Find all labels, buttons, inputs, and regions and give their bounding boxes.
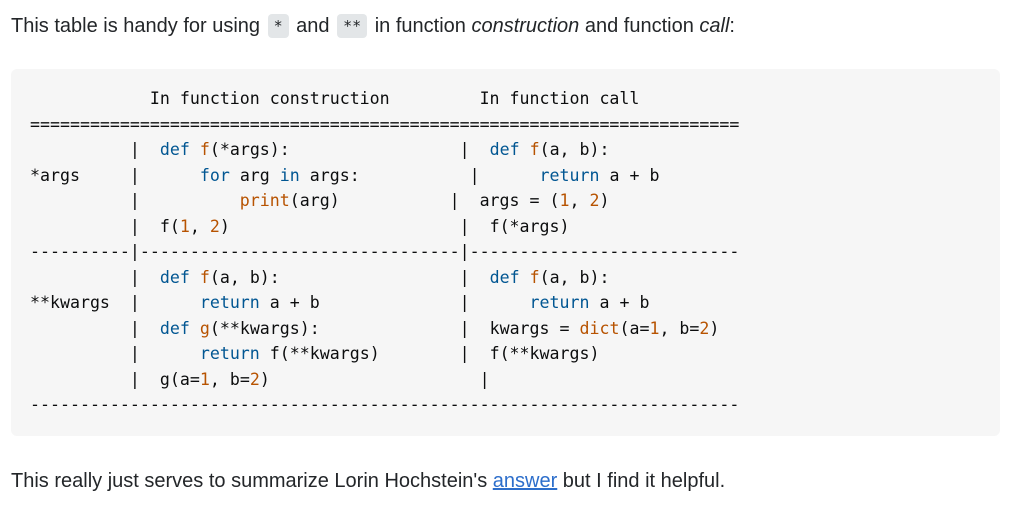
- outro-text-after: but I find it helpful.: [557, 470, 726, 492]
- intro-text-after-1: in function: [369, 15, 472, 37]
- code-token: |: [30, 318, 160, 338]
- code-token: 2: [209, 216, 220, 236]
- code-token: | g(a=: [30, 369, 200, 389]
- outro-text-before: This really just serves to summarize Lor…: [11, 470, 493, 492]
- intro-paragraph: This table is handy for using * and ** i…: [11, 13, 735, 39]
- inline-code-double-star: **: [337, 14, 368, 38]
- code-token: *args |: [30, 165, 200, 185]
- code-token: arg: [229, 165, 280, 185]
- code-token: args: |: [299, 165, 540, 185]
- code-line: | print(arg) | args = (1, 2): [30, 188, 739, 214]
- code-token: ========================================…: [30, 114, 740, 134]
- code-line: ========================================…: [30, 112, 739, 138]
- code-line: ----------------------------------------…: [30, 392, 739, 418]
- code-token: ----------|-----------------------------…: [30, 242, 740, 261]
- code-token: def: [159, 140, 190, 159]
- intro-emphasis-construction: construction: [471, 15, 580, 37]
- code-token: (a, b): |: [209, 267, 490, 287]
- code-token: 2: [589, 191, 600, 210]
- code-token: |: [30, 140, 160, 159]
- intro-text-before: This table is handy for using: [11, 15, 266, 37]
- code-token: f: [529, 140, 540, 159]
- code-token: def: [159, 267, 190, 287]
- code-token: 1: [199, 369, 210, 389]
- code-token: 2: [699, 318, 710, 338]
- code-token: a + b: [589, 293, 650, 312]
- code-token: |: [30, 191, 240, 210]
- code-token: (a=: [619, 318, 650, 338]
- code-line: **kwargs | return a + b | return a + b: [30, 290, 739, 316]
- code-token: |: [30, 267, 160, 287]
- code-token: , b=: [659, 318, 700, 338]
- code-token: ): [599, 191, 610, 210]
- code-token: ,: [189, 216, 210, 236]
- code-token: return: [529, 293, 590, 312]
- intro-text-after-3: :: [729, 15, 735, 37]
- code-token: (**kwargs): | kwargs =: [209, 318, 580, 338]
- code-token: (a, b):: [539, 267, 610, 287]
- code-token: a + b |: [259, 293, 530, 312]
- code-pre: In function construction In function cal…: [30, 86, 739, 418]
- code-token: [190, 268, 200, 287]
- code-line: *args | for arg in args: | return a + b: [30, 163, 739, 189]
- code-line: | def f(a, b): | def f(a, b):: [30, 265, 739, 291]
- code-line: | def f(*args): | def f(a, b):: [30, 137, 739, 163]
- code-token: f: [199, 267, 210, 287]
- code-token: (arg) | args = (: [289, 191, 560, 210]
- code-token: | f(: [30, 216, 180, 236]
- code-token: [190, 140, 200, 159]
- code-token: return: [199, 293, 260, 312]
- code-line: | return f(**kwargs) | f(**kwargs): [30, 341, 739, 367]
- code-token: print: [239, 191, 290, 210]
- code-token: ----------------------------------------…: [30, 395, 740, 414]
- code-token: ) |: [259, 369, 490, 389]
- code-token: |: [30, 344, 200, 363]
- code-token: f(**kwargs) | f(**kwargs): [259, 344, 600, 363]
- code-token: **kwargs |: [30, 293, 200, 312]
- code-token: return: [539, 165, 600, 185]
- code-token: ) | f(*args): [219, 216, 570, 236]
- code-token: def: [489, 267, 520, 287]
- code-token: for: [199, 165, 230, 185]
- code-token: (*args): |: [209, 140, 490, 159]
- intro-text-after-2: and function: [579, 15, 700, 37]
- code-line: | g(a=1, b=2) |: [30, 367, 739, 393]
- code-token: [190, 319, 200, 338]
- code-line: | f(1, 2) | f(*args): [30, 214, 739, 240]
- inline-code-star: *: [267, 14, 289, 38]
- code-token: dict: [579, 318, 620, 338]
- code-token: f: [529, 267, 540, 287]
- code-token: 1: [559, 191, 570, 210]
- answer-link[interactable]: answer: [492, 470, 558, 492]
- code-token: , b=: [209, 369, 250, 389]
- code-token: 1: [179, 216, 190, 236]
- intro-text-mid: and: [290, 15, 336, 37]
- intro-emphasis-call: call: [699, 15, 730, 37]
- code-line: | def g(**kwargs): | kwargs = dict(a=1, …: [30, 316, 739, 342]
- code-token: def: [159, 318, 190, 338]
- code-token: [520, 140, 530, 159]
- code-token: In function construction In function cal…: [30, 89, 640, 108]
- code-token: 1: [649, 318, 660, 338]
- code-line: ----------|-----------------------------…: [30, 239, 739, 265]
- code-token: return: [199, 344, 260, 363]
- code-token: ): [709, 318, 720, 338]
- outro-paragraph: This really just serves to summarize Lor…: [11, 468, 725, 494]
- code-token: 2: [249, 369, 260, 389]
- code-token: (a, b):: [539, 140, 610, 159]
- code-token: a + b: [599, 165, 660, 185]
- code-token: g: [199, 318, 210, 338]
- code-line: In function construction In function cal…: [30, 86, 739, 112]
- code-block: In function construction In function cal…: [11, 69, 1000, 436]
- code-token: def: [489, 140, 520, 159]
- code-token: f: [199, 140, 210, 159]
- code-token: in: [279, 165, 300, 185]
- code-token: ,: [569, 191, 590, 210]
- code-token: [520, 268, 530, 287]
